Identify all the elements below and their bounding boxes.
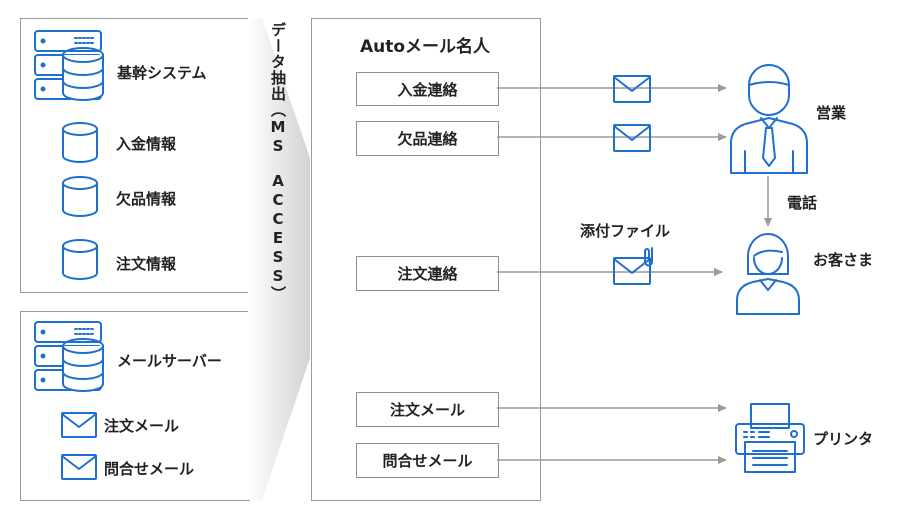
mail-server-icon bbox=[34, 321, 104, 392]
database-icon bbox=[62, 239, 98, 280]
envelope-attachment-icon bbox=[613, 247, 653, 285]
inquiry-mail-label: 問合せメール bbox=[104, 460, 195, 478]
app-title: Autoメール名人 bbox=[359, 37, 491, 57]
printer-label: プリンタ bbox=[813, 430, 874, 448]
customer-woman-icon bbox=[736, 233, 800, 315]
order-info-label: 注文情報 bbox=[116, 255, 177, 273]
stockout-notice-box: 欠品連絡 bbox=[356, 121, 499, 156]
core-system-panel bbox=[20, 18, 250, 293]
phone-label: 電話 bbox=[787, 194, 818, 212]
database-icon bbox=[62, 122, 98, 163]
envelope-icon bbox=[613, 75, 651, 103]
server-database-icon bbox=[34, 30, 104, 101]
attachment-label: 添付ファイル bbox=[580, 222, 671, 240]
envelope-icon bbox=[613, 124, 651, 152]
deposit-info-label: 入金情報 bbox=[116, 135, 177, 153]
order-mail-label: 注文メール bbox=[104, 417, 180, 435]
stockout-info-label: 欠品情報 bbox=[116, 190, 177, 208]
inquiry-mail-box: 問合せメール bbox=[356, 443, 499, 478]
envelope-icon bbox=[61, 454, 97, 480]
data-extraction-label: データ抽出（MS ACCESS） bbox=[269, 22, 287, 302]
core-system-label: 基幹システム bbox=[117, 64, 207, 82]
mail-server-label: メールサーバー bbox=[117, 352, 222, 370]
flow-arrow-shape bbox=[248, 18, 310, 500]
order-notice-box: 注文連絡 bbox=[356, 256, 499, 291]
businessman-icon bbox=[730, 64, 808, 174]
sales-label: 営業 bbox=[816, 104, 847, 122]
customer-label: お客さま bbox=[813, 251, 874, 269]
order-mail-box: 注文メール bbox=[356, 392, 499, 427]
deposit-notice-box: 入金連絡 bbox=[356, 72, 499, 106]
database-icon bbox=[62, 176, 98, 217]
envelope-icon bbox=[61, 412, 97, 438]
printer-icon bbox=[735, 403, 805, 473]
